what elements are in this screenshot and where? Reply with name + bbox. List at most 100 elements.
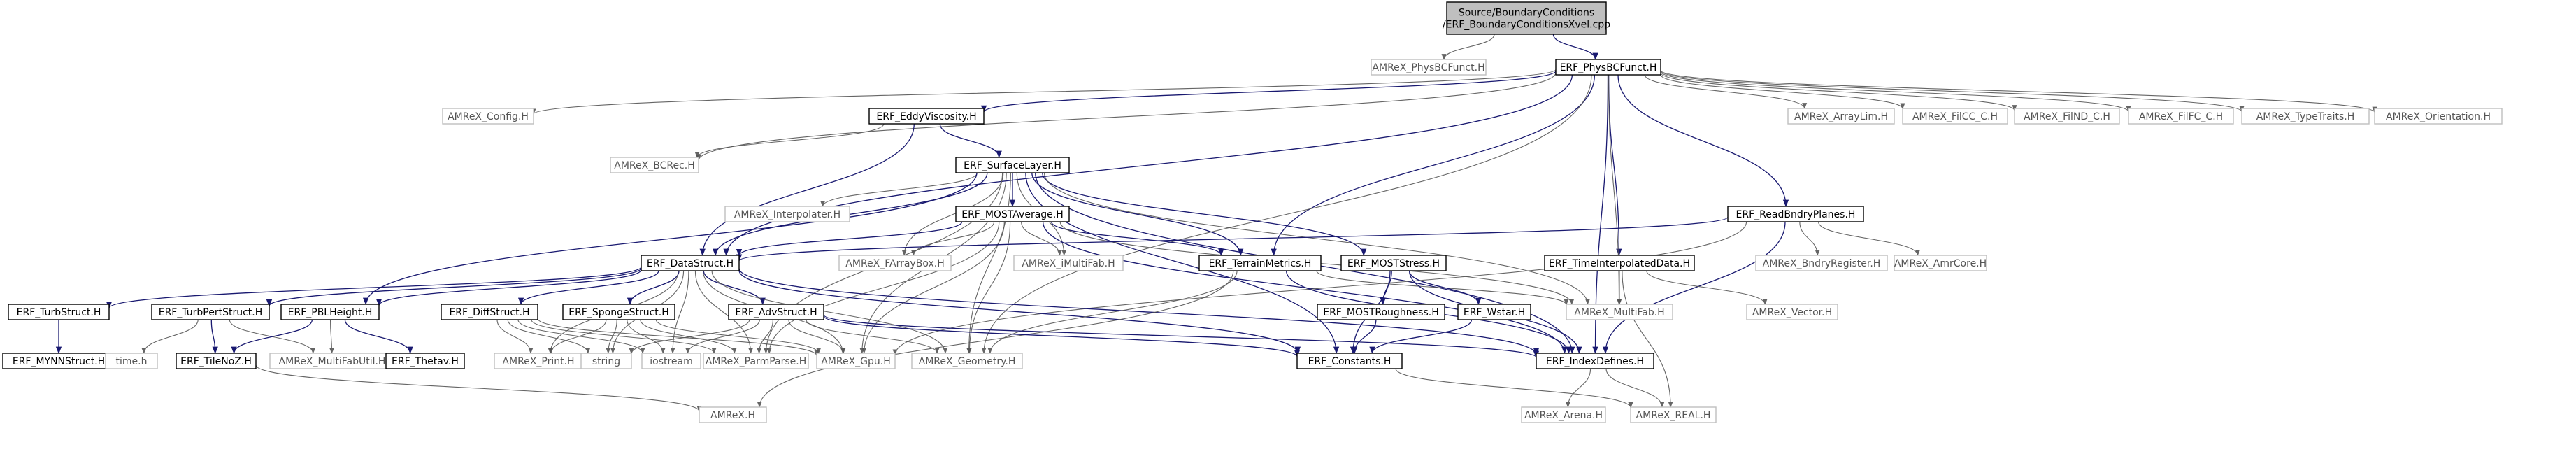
node-amrex[interactable]: AMReX.H [699, 406, 767, 423]
node-constants[interactable]: ERF_Constants.H [1296, 353, 1403, 369]
node-filfc[interactable]: AMReX_FilFC_C.H [2128, 108, 2234, 125]
node-wstar[interactable]: ERF_Wstar.H [1457, 304, 1531, 320]
node-label-root: Source/BoundaryConditions [1459, 8, 1594, 19]
node-turbstruct[interactable]: ERF_TurbStruct.H [8, 304, 110, 320]
node-spongestruct[interactable]: ERF_SpongeStruct.H [562, 304, 675, 320]
node-box-orientation [2374, 108, 2503, 125]
node-orientation[interactable]: AMReX_Orientation.H [2374, 108, 2503, 125]
node-arraylim[interactable]: AMReX_ArrayLim.H [1787, 108, 1895, 125]
node-string[interactable]: string [580, 353, 632, 369]
node-eddy[interactable]: ERF_EddyViscosity.H [868, 108, 985, 125]
node-multifabutil[interactable]: AMReX_MultiFabUtil.H [269, 353, 395, 369]
edge-physbcfunct-to-terrain [1271, 74, 1596, 257]
node-vector[interactable]: AMReX_Vector.H [1746, 304, 1838, 320]
node-readbndry[interactable]: ERF_ReadBndryPlanes.H [1727, 206, 1864, 222]
node-physbcfunct_amrex[interactable]: AMReX_PhysBCFunct.H [1371, 59, 1487, 76]
node-datastruct[interactable]: ERF_DataStruct.H [641, 255, 740, 271]
node-filnd[interactable]: AMReX_FilND_C.H [2014, 108, 2120, 125]
node-box-timeh [105, 353, 158, 369]
edge-eddy-to-datastruct [699, 123, 915, 257]
edge-mostaverage-to-parmparse [766, 221, 1000, 354]
node-box-real [1630, 406, 1717, 423]
edge-surfacelayer-to-datastruct [713, 172, 988, 257]
node-bndryregister[interactable]: AMReX_BndryRegister.H [1755, 255, 1888, 271]
node-label-amrcore: AMReX_AmrCore.H [1894, 258, 1987, 269]
edge-spongestruct-to-string [606, 319, 617, 354]
node-label-moststress: ERF_MOSTStress.H [1347, 258, 1440, 269]
edge-datastruct-to-geometry [711, 270, 948, 354]
edge-advstruct-to-iostream [685, 319, 760, 354]
node-filcc[interactable]: AMReX_FilCC_C.H [1902, 108, 2008, 125]
node-timeinterp[interactable]: ERF_TimeInterpolatedData.H [1544, 255, 1695, 271]
edge-advstruct-to-gpu [788, 319, 846, 354]
node-label-terrain: ERF_TerrainMetrics.H [1209, 258, 1312, 269]
node-label-farraybox: AMReX_FArrayBox.H [845, 258, 944, 269]
node-amrcore[interactable]: AMReX_AmrCore.H [1894, 255, 1987, 271]
node-real[interactable]: AMReX_REAL.H [1630, 406, 1717, 423]
edge-surfacelayer-to-interpolater [820, 172, 978, 207]
node-timeh[interactable]: time.h [105, 353, 158, 369]
node-turbpert[interactable]: ERF_TurbPertStruct.H [151, 304, 270, 320]
node-interpolater[interactable]: AMReX_Interpolater.H [724, 206, 850, 222]
edge-physbcfunct-to-eddy [981, 70, 1557, 113]
node-label-advstruct: ERF_AdvStruct.H [735, 307, 817, 318]
edge-readbndry-to-datastruct [736, 216, 1729, 262]
node-box-constants [1296, 353, 1403, 369]
node-box-typetraits [2241, 108, 2370, 125]
edge-readbndry-to-indexdefines [1602, 221, 1786, 355]
node-mostroughness[interactable]: ERF_MOSTRoughness.H [1317, 304, 1445, 320]
node-bcrec[interactable]: AMReX_BCRec.H [610, 157, 699, 173]
edge-physbcfunct-to-arraylim [1644, 74, 1808, 109]
edge-datastruct-to-pblheight [375, 269, 642, 306]
node-box-bcrec [610, 157, 699, 173]
node-box-datastruct [641, 255, 740, 271]
node-label-diffstruct: ERF_DiffStruct.H [449, 307, 529, 318]
node-moststress[interactable]: ERF_MOSTStress.H [1340, 255, 1447, 271]
node-diffstruct[interactable]: ERF_DiffStruct.H [441, 304, 538, 320]
node-box-physbcfunct_amrex [1371, 59, 1487, 76]
node-imultifab[interactable]: AMReX_iMultiFab.H [1013, 255, 1124, 271]
node-mostaverage[interactable]: ERF_MOSTAverage.H [955, 206, 1070, 222]
node-advstruct[interactable]: ERF_AdvStruct.H [728, 304, 824, 320]
edge-physbcfunct-to-filfc [1660, 71, 2131, 113]
node-label-bcrec: AMReX_BCRec.H [614, 160, 694, 171]
node-pblheight[interactable]: ERF_PBLHeight.H [280, 304, 380, 320]
node-label-surfacelayer: ERF_SurfaceLayer.H [964, 160, 1061, 171]
node-physbcfunct[interactable]: ERF_PhysBCFunct.H [1555, 59, 1661, 76]
node-box-spongestruct [562, 304, 675, 320]
edge-readbndry-to-gpu [892, 221, 1747, 356]
edge-root-to-physbcfunct_amrex [1441, 34, 1495, 60]
node-box-wstar [1457, 304, 1531, 320]
edge-physbcfunct-to-config [531, 69, 1557, 115]
edge-physbcfunct-to-geometry [981, 74, 1592, 354]
node-arena[interactable]: AMReX_Arena.H [1521, 406, 1606, 423]
edge-indexdefines-to-arena [1565, 368, 1591, 408]
node-iostream[interactable]: iostream [641, 353, 701, 369]
node-config[interactable]: AMReX_Config.H [442, 108, 534, 125]
node-box-moststress [1340, 255, 1447, 271]
node-surfacelayer[interactable]: ERF_SurfaceLayer.H [955, 157, 1070, 173]
node-geometry[interactable]: AMReX_Geometry.H [911, 353, 1023, 369]
node-parmparse[interactable]: AMReX_ParmParse.H [703, 353, 809, 369]
node-thetav[interactable]: ERF_Thetav.H [385, 353, 465, 369]
node-label-pblheight: ERF_PBLHeight.H [288, 307, 373, 318]
edge-mostaverage-to-farraybox [910, 221, 995, 256]
node-multifab[interactable]: AMReX_MultiFab.H [1566, 304, 1673, 320]
node-label-constants: ERF_Constants.H [1308, 356, 1391, 367]
node-farraybox[interactable]: AMReX_FArrayBox.H [838, 255, 952, 271]
node-mynn[interactable]: ERF_MYNNStruct.H [2, 353, 115, 369]
node-root[interactable]: Source/BoundaryConditions/ERF_BoundaryCo… [1443, 1, 1610, 35]
node-label-wstar: ERF_Wstar.H [1464, 307, 1525, 318]
node-typetraits[interactable]: AMReX_TypeTraits.H [2241, 108, 2370, 125]
edge-turbpert-to-tilenoz [210, 319, 218, 355]
node-box-gpu [816, 353, 896, 369]
node-label-mostaverage: ERF_MOSTAverage.H [961, 209, 1064, 220]
node-terrain[interactable]: ERF_TerrainMetrics.H [1198, 255, 1322, 271]
edge-datastruct-to-diffstruct [518, 270, 659, 306]
node-tilenoz[interactable]: ERF_TileNoZ.H [176, 353, 257, 369]
node-print[interactable]: AMReX_Print.H [494, 353, 583, 369]
node-indexdefines[interactable]: ERF_IndexDefines.H [1536, 353, 1654, 369]
node-label-indexdefines: ERF_IndexDefines.H [1546, 356, 1644, 367]
node-gpu[interactable]: AMReX_Gpu.H [816, 353, 896, 369]
edge-mostaverage-to-datastruct [736, 221, 963, 257]
